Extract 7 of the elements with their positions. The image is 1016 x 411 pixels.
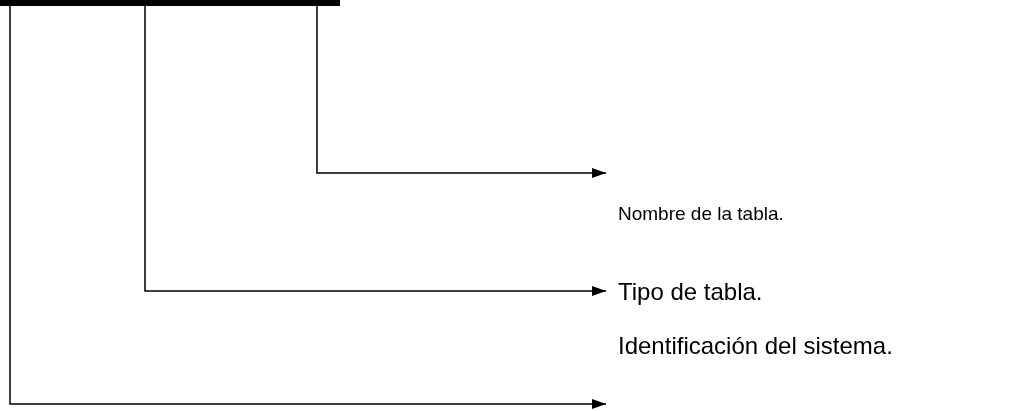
heading-bar — [0, 0, 340, 6]
callout-text: Identificación del sistema. — [606, 330, 893, 362]
leader-line — [9, 5, 607, 409]
callout-text: Nombre de la tabla. — [606, 200, 784, 228]
callout-text: Tipo de tabla. — [606, 276, 763, 308]
leader-line — [316, 5, 607, 178]
leader-line — [144, 5, 607, 296]
